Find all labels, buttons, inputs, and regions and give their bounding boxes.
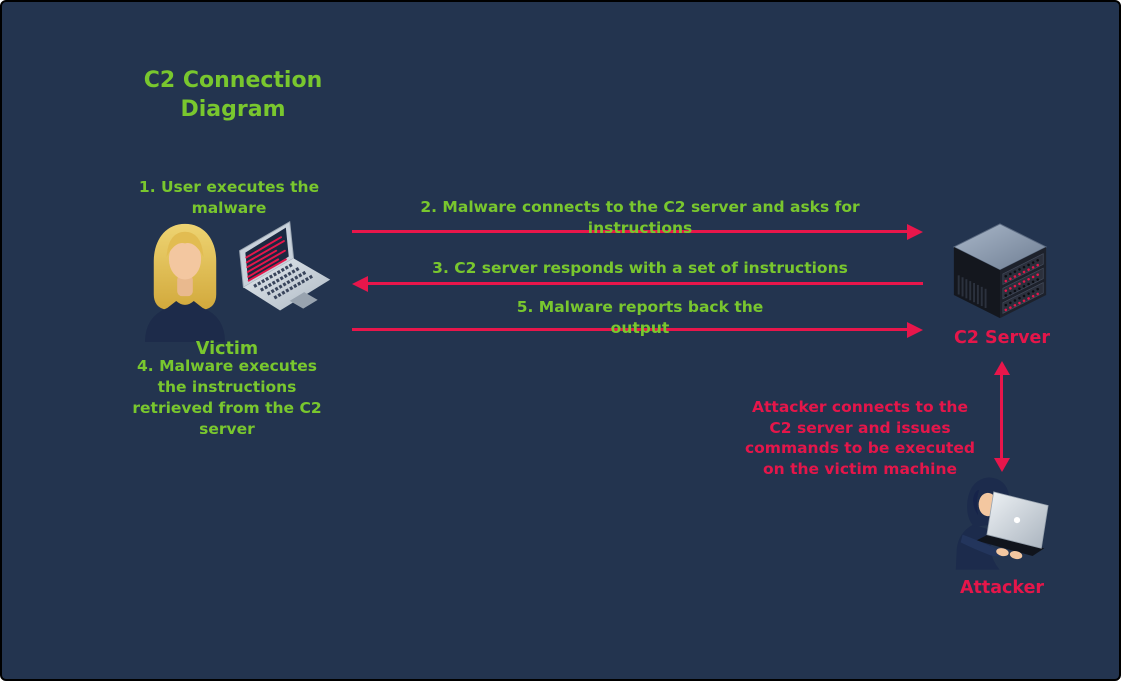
flow-arrow-reports-output	[352, 321, 923, 338]
flow3-label: 3. C2 server responds with a set of inst…	[432, 259, 848, 277]
attacker-note: Attacker connects to the C2 server and i…	[744, 398, 976, 478]
c2-server-icon	[952, 223, 1048, 319]
victim-label: Victim	[195, 339, 259, 359]
flow5-label: 5. Malware reports back the output	[516, 298, 764, 337]
c2-server-label: C2 Server	[953, 328, 1051, 348]
victim-laptop-icon	[239, 221, 331, 311]
step4-label: 4. Malware executes the instructions ret…	[132, 357, 322, 438]
victim-user-icon	[144, 223, 226, 342]
attacker-label: Attacker	[959, 578, 1045, 598]
diagram-title: C2 Connection Diagram	[143, 68, 323, 122]
flow2-label: 2. Malware connects to the C2 server and…	[420, 198, 860, 237]
flow-arrow-server-responds	[352, 275, 923, 292]
step1-label: 1. User executes the malware	[138, 178, 320, 217]
attacker-icon	[955, 477, 1049, 570]
flow-arrow-malware-connects	[352, 223, 923, 240]
attacker-c2-link-arrow	[993, 361, 1010, 472]
